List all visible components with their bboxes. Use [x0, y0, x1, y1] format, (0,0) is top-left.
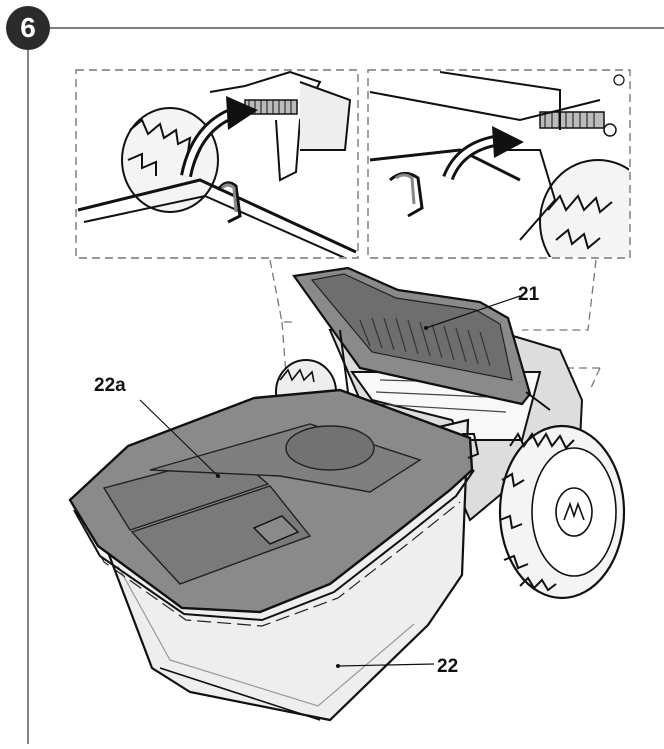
leader-line-22a	[139, 399, 219, 477]
leader-line-22	[337, 663, 435, 667]
brand-logo-icon	[563, 501, 585, 521]
rear-wheel-right	[498, 424, 626, 600]
callout-label-22: 22	[437, 656, 459, 677]
callout-label-21: 21	[518, 284, 540, 305]
detail-connectors	[269, 259, 601, 391]
detail-inset-right	[367, 69, 631, 259]
arrow-left-icon	[226, 96, 258, 130]
detail-inset-left	[75, 69, 359, 259]
callout-label-22a: 22a	[94, 375, 126, 396]
grass-catcher-flap	[292, 266, 551, 411]
spring-right	[539, 111, 617, 137]
wheel-left-detail	[121, 107, 219, 213]
step-number-badge: 6	[6, 6, 50, 50]
arrow-right-icon	[492, 126, 524, 158]
screw-icon	[613, 74, 625, 86]
wheel-right-detail	[539, 159, 629, 257]
leader-line-21	[425, 295, 521, 329]
catcher-lid	[68, 388, 480, 627]
